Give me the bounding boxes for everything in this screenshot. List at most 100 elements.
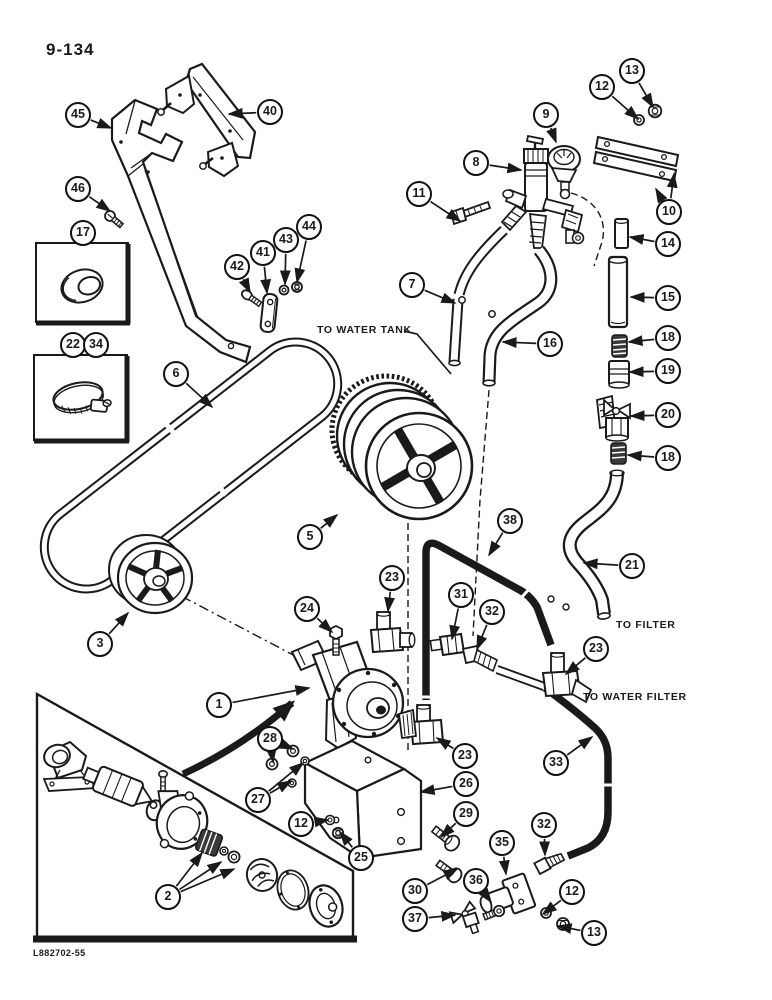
hose-15 <box>607 255 629 329</box>
nut-13-top <box>647 103 663 119</box>
washer-43 <box>278 284 290 296</box>
connector-tube <box>495 665 546 691</box>
seal-stack <box>195 828 224 857</box>
callout-18: 18 <box>655 445 681 471</box>
elbow-23-bottom <box>398 704 445 746</box>
hose-clamp-22 <box>52 381 112 415</box>
fitting-31 <box>429 632 466 657</box>
callout-9: 9 <box>533 102 559 128</box>
callout-12: 12 <box>559 879 585 905</box>
callout-21: 21 <box>619 553 645 579</box>
callout-45: 45 <box>65 102 91 128</box>
strap-41 <box>259 292 279 334</box>
bracket-26 <box>302 739 423 861</box>
callout-19: 19 <box>655 358 681 384</box>
petcock-37 <box>448 900 480 935</box>
callout-15: 15 <box>655 285 681 311</box>
impeller <box>245 858 279 892</box>
callout-14: 14 <box>655 231 681 257</box>
gasket <box>276 869 310 911</box>
callout-13: 13 <box>581 920 607 946</box>
callout-25: 25 <box>348 845 374 871</box>
callout-13: 13 <box>619 58 645 84</box>
callout-7: 7 <box>399 272 425 298</box>
detail-box-22-34 <box>33 354 130 444</box>
stud-icon <box>157 102 214 170</box>
fitting-32-bottom <box>533 852 566 876</box>
callout-31: 31 <box>448 582 474 608</box>
spring-18-upper <box>611 334 628 358</box>
assembly-arrow <box>181 700 296 778</box>
pump-mount <box>42 740 97 792</box>
callout-24: 24 <box>294 596 320 622</box>
fitting-19 <box>608 360 630 389</box>
callout-46: 46 <box>65 176 91 202</box>
water-pump-1 <box>290 639 405 750</box>
hose-38 <box>421 539 555 700</box>
hose-7 <box>448 226 508 367</box>
to-water-tank-leader <box>403 330 452 375</box>
callout-6: 6 <box>163 361 189 387</box>
callout-32: 32 <box>479 599 505 625</box>
callout-10: 10 <box>656 199 682 225</box>
tube-14 <box>614 217 629 249</box>
callout-11: 11 <box>406 181 432 207</box>
inset-box <box>33 691 357 943</box>
fitting-36 <box>482 904 506 921</box>
callout-43: 43 <box>273 227 299 253</box>
callout-42: 42 <box>224 254 250 280</box>
callout-1: 1 <box>206 692 232 718</box>
label-to-water-tank: TO WATER TANK <box>317 324 412 336</box>
figure-code: L882702-55 <box>33 948 86 958</box>
shaft-cartridge <box>82 765 158 810</box>
screw-42 <box>240 289 263 308</box>
callout-33: 33 <box>543 750 569 776</box>
callout-23: 23 <box>583 636 609 662</box>
strap-plates-10 <box>592 135 680 183</box>
hose-33 <box>542 684 613 860</box>
callout-35: 35 <box>489 830 515 856</box>
callout-38: 38 <box>497 508 523 534</box>
bolt-30 <box>435 859 463 884</box>
callout-leaders <box>88 82 678 934</box>
callout-41: 41 <box>250 240 276 266</box>
v-belt-6 <box>39 337 343 594</box>
callout-36: 36 <box>463 868 489 894</box>
pump-housing-inset <box>155 790 209 850</box>
cover-plate <box>308 884 344 928</box>
callout-12: 12 <box>589 74 615 100</box>
primer-pump-8 <box>500 134 585 249</box>
callout-8: 8 <box>463 150 489 176</box>
callout-37: 37 <box>402 906 428 932</box>
crank-pulley-5 <box>329 373 474 521</box>
callout-29: 29 <box>453 801 479 827</box>
mounting-bracket-45 <box>110 98 252 364</box>
label-to-water-filter: TO WATER FILTER <box>583 691 687 703</box>
nut-44 <box>291 281 303 293</box>
callout-12: 12 <box>288 811 314 837</box>
callout-34: 34 <box>83 332 109 358</box>
detail-box-17 <box>35 242 131 326</box>
callout-26: 26 <box>453 771 479 797</box>
callout-20: 20 <box>655 402 681 428</box>
callout-30: 30 <box>402 878 428 904</box>
callout-5: 5 <box>297 524 323 550</box>
callout-23: 23 <box>452 743 478 769</box>
page-number: 9-134 <box>46 40 95 59</box>
bolt-11 <box>449 200 492 226</box>
bolt-29 <box>430 825 461 852</box>
screw-46 <box>104 210 125 229</box>
callout-16: 16 <box>537 331 563 357</box>
fitting-32-mid <box>461 644 498 673</box>
callout-40: 40 <box>257 99 283 125</box>
gauge-9 <box>547 145 581 200</box>
grommet-17 <box>60 268 104 304</box>
callout-18: 18 <box>655 325 681 351</box>
hose-21 <box>547 469 625 620</box>
spring-18-lower <box>610 442 627 465</box>
support-bracket-40 <box>157 62 257 178</box>
hose-16 <box>482 245 558 387</box>
inset-bolt <box>158 770 168 792</box>
